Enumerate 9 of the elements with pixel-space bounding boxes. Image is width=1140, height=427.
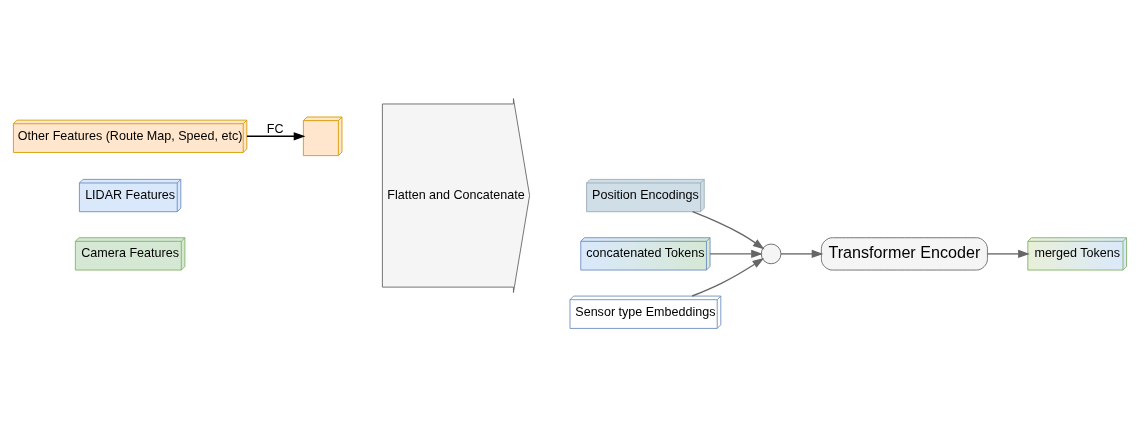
edge-label: FC [266,121,284,136]
node-circle [760,243,782,265]
arrow [986,249,1030,258]
arrow [780,249,824,258]
arrow [709,249,763,258]
arrow [246,132,306,141]
arrow [691,258,765,297]
node-box: Transformer Encoder [820,237,988,271]
arrow [691,211,765,250]
